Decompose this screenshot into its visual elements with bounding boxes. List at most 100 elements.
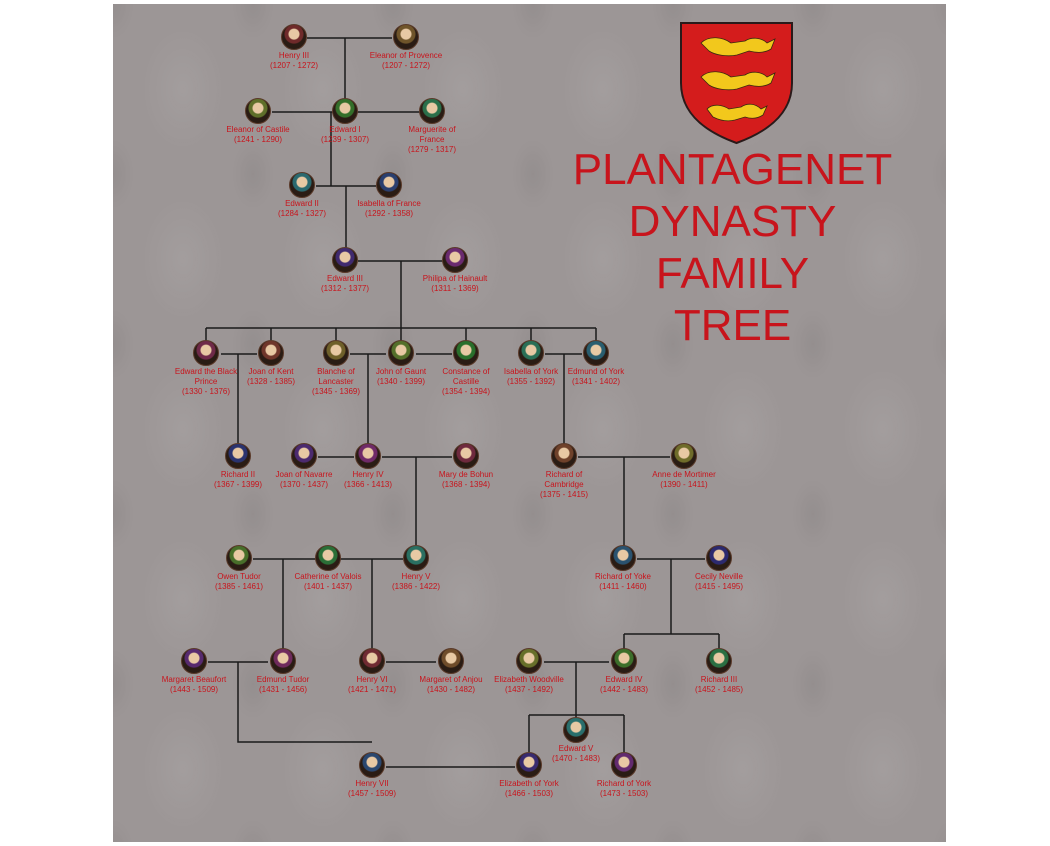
person-dates: (1470 - 1483) <box>551 754 601 763</box>
person-dates: (1284 - 1327) <box>277 209 327 218</box>
person-richard-of-cambridge: Richard of Cambridge(1375 - 1415) <box>529 443 599 500</box>
person-henry-iii: Henry III(1207 - 1272) <box>244 24 344 71</box>
connector <box>307 37 392 100</box>
person-dates: (1370 - 1437) <box>279 480 329 489</box>
person-name: Anne de Mortimer <box>652 470 716 479</box>
title-line: PLANTAGENET <box>572 145 893 194</box>
person-name: Henry V <box>401 572 431 581</box>
person-anne-de-mortimer: Anne de Mortimer(1390 - 1411) <box>649 443 719 490</box>
person-name: Cecily Neville <box>694 572 743 581</box>
connector <box>545 353 582 444</box>
person-dates: (1340 - 1399) <box>376 377 426 386</box>
portrait-icon <box>453 443 479 469</box>
person-henry-vi: Henry VI(1421 - 1471) <box>322 648 422 695</box>
portrait-icon <box>516 752 542 778</box>
portrait-icon <box>438 648 464 674</box>
portrait-icon <box>289 172 315 198</box>
person-name: John of Gaunt <box>375 367 427 376</box>
person-dates: (1411 - 1460) <box>599 582 647 591</box>
person-name: Joan of Kent <box>248 367 294 376</box>
person-margaret-beaufort: Margaret Beaufort(1443 - 1509) <box>159 648 229 695</box>
person-eleanor-of-castile: Eleanor of Castile(1241 - 1290) <box>218 98 298 145</box>
title-line: TREE <box>673 301 792 350</box>
person-dates: (1457 - 1509) <box>347 789 397 798</box>
connector <box>578 456 670 548</box>
person-catherine-of-valois: Catherine of Valois(1401 - 1437) <box>293 545 363 592</box>
portrait-icon <box>193 340 219 366</box>
person-edward-black-prince: Edward the Black Prince(1330 - 1376) <box>171 340 241 397</box>
portrait-icon <box>706 545 732 571</box>
person-name: Isabella of France <box>357 199 421 208</box>
person-dates: (1430 - 1482) <box>426 685 476 694</box>
portrait-icon <box>355 443 381 469</box>
person-constance-of-castille: Constance of Castille(1354 - 1394) <box>431 340 501 397</box>
person-edward-i: Edward I(1239 - 1307) <box>295 98 395 145</box>
connector <box>208 661 372 743</box>
person-dates: (1366 - 1413) <box>343 480 393 489</box>
person-name: Edward the Black Prince <box>174 367 238 386</box>
person-name: Edmund Tudor <box>256 675 310 684</box>
person-edward-v: Edward V(1470 - 1483) <box>526 717 626 764</box>
person-philipa-of-hainault: Philipa of Hainault(1311 - 1369) <box>405 247 505 294</box>
person-name: Edward IV <box>605 675 643 684</box>
person-name: Marguerite of France <box>408 125 456 144</box>
person-dates: (1239 - 1307) <box>320 135 370 144</box>
person-dates: (1355 - 1392) <box>506 377 556 386</box>
portrait-icon <box>671 443 697 469</box>
person-dates: (1452 - 1485) <box>694 685 744 694</box>
person-dates: (1473 - 1503) <box>599 789 649 798</box>
person-name: Richard of York <box>596 779 652 788</box>
person-elizabeth-woodville: Elizabeth Woodville(1437 - 1492) <box>479 648 579 695</box>
person-richard-iii: Richard III(1452 - 1485) <box>669 648 769 695</box>
person-name: Henry IV <box>352 470 384 479</box>
person-dates: (1345 - 1369) <box>311 387 361 396</box>
person-dates: (1437 - 1492) <box>504 685 554 694</box>
person-dates: (1368 - 1394) <box>441 480 491 489</box>
portrait-icon <box>376 172 402 198</box>
person-dates: (1442 - 1483) <box>599 685 649 694</box>
portrait-icon <box>332 98 358 124</box>
person-name: Edward II <box>285 199 319 208</box>
person-dates: (1386 - 1422) <box>391 582 441 591</box>
person-name: Henry III <box>278 51 310 60</box>
person-name: Constance of Castille <box>442 367 490 386</box>
person-name: Eleanor of Castile <box>226 125 290 134</box>
portrait-icon <box>315 545 341 571</box>
portrait-icon <box>393 24 419 50</box>
connector <box>221 353 257 444</box>
person-dates: (1367 - 1399) <box>213 480 263 489</box>
person-owen-tudor: Owen Tudor(1385 - 1461) <box>189 545 289 592</box>
portrait-icon <box>225 443 251 469</box>
person-eleanor-of-provence: Eleanor of Provence(1207 - 1272) <box>356 24 456 71</box>
person-dates: (1354 - 1394) <box>441 387 491 396</box>
portrait-icon <box>563 717 589 743</box>
person-name: Margaret Beaufort <box>161 675 227 684</box>
connector <box>637 558 705 634</box>
person-name: Henry VII <box>355 779 389 788</box>
portrait-icon <box>388 340 414 366</box>
connector <box>205 328 597 342</box>
portrait-icon <box>258 340 284 366</box>
person-isabella-of-york: Isabella of York(1355 - 1392) <box>501 340 561 387</box>
person-richard-of-yoke: Richard of Yoke(1411 - 1460) <box>573 545 673 592</box>
portrait-icon <box>323 340 349 366</box>
person-edward-ii: Edward II(1284 - 1327) <box>252 172 352 219</box>
person-blanche-of-lancaster: Blanche of Lancaster(1345 - 1369) <box>301 340 371 397</box>
portrait-icon <box>442 247 468 273</box>
title-line: DYNASTY <box>628 197 837 246</box>
connector <box>623 633 720 650</box>
person-dates: (1421 - 1471) <box>347 685 397 694</box>
person-dates: (1431 - 1456) <box>258 685 308 694</box>
connector <box>544 661 609 715</box>
portrait-icon <box>291 443 317 469</box>
person-dates: (1330 - 1376) <box>181 387 231 396</box>
person-isabella-of-france: Isabella of France(1292 - 1358) <box>339 172 439 219</box>
person-richard-ii: Richard II(1367 - 1399) <box>188 443 288 490</box>
person-name: Edward I <box>329 125 361 134</box>
person-name: Eleanor of Provence <box>369 51 443 60</box>
person-dates: (1466 - 1503) <box>504 789 554 798</box>
person-john-of-gaunt: John of Gaunt(1340 - 1399) <box>371 340 431 387</box>
person-henry-iv: Henry IV(1366 - 1413) <box>318 443 418 490</box>
person-name: Mary de Bohun <box>438 470 494 479</box>
person-name: Edmund of York <box>567 367 625 376</box>
